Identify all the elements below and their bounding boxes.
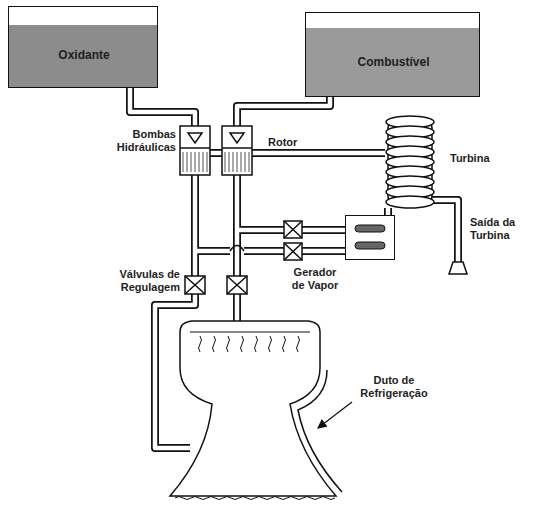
part-label: Válvulas de Regulagem [98, 268, 180, 294]
part-label: Duto de Refrigeração [352, 374, 436, 400]
node-text: Oxidante [9, 49, 159, 62]
pump [180, 126, 252, 175]
leader-line [318, 402, 352, 428]
injector [190, 332, 310, 352]
pump-hatching [183, 152, 249, 172]
turbine-coil [386, 116, 434, 208]
part-label: Bombas Hidráulicas [104, 128, 176, 154]
fuel-tank: Combustível [305, 12, 480, 97]
combustion-chamber [170, 321, 336, 496]
node-text: Gerador de Vapor [286, 266, 344, 292]
node-text: Turbina [450, 152, 510, 165]
generator-element [355, 225, 385, 249]
node-text: Combustível [306, 56, 481, 69]
steam-generator: Gerador de Vapor [345, 215, 395, 260]
exhaust-plume [175, 497, 335, 500]
turbine-exhaust [449, 262, 467, 274]
oxidizer-tank: Oxidante [8, 6, 158, 88]
valve [185, 221, 302, 294]
pipe-crossing [230, 246, 244, 252]
cooling-duct [298, 370, 342, 492]
part-label: Rotor [268, 136, 308, 149]
turbine: Turbina [384, 114, 524, 208]
part-label: Saída da Turbina [470, 216, 528, 242]
